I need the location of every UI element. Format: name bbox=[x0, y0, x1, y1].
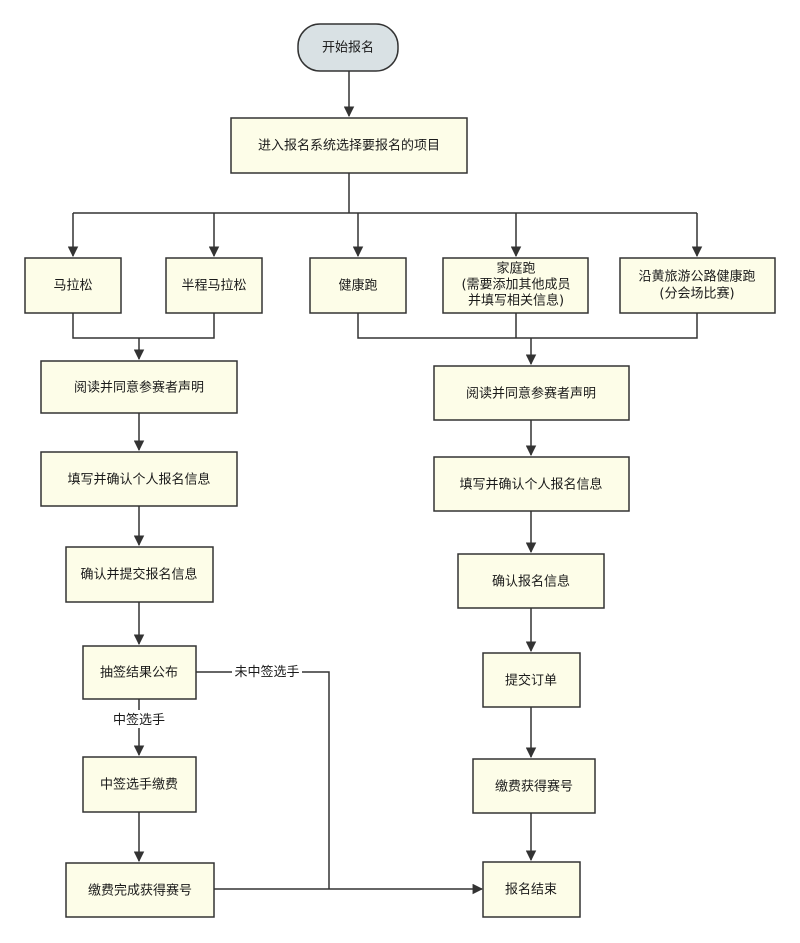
yellow-run-node bbox=[619, 257, 776, 314]
marathon-label: 马拉松 bbox=[53, 279, 92, 294]
health-run-node bbox=[309, 257, 407, 314]
select-project-label: 进入报名系统选择要报名的项目 bbox=[258, 138, 440, 154]
right-read-label: 阅读并同意参赛者声明 bbox=[466, 386, 596, 402]
edge-label-bg bbox=[108, 710, 170, 728]
left-read-node bbox=[40, 360, 238, 414]
right-read-node bbox=[433, 365, 630, 421]
right-fill-node bbox=[433, 456, 630, 512]
edge-label-not-selected: 未中签选手 bbox=[234, 664, 299, 680]
edge-label-selected: 中签选手 bbox=[113, 712, 165, 728]
select-project-node bbox=[230, 117, 468, 174]
end-label: 报名结束 bbox=[505, 882, 557, 898]
edge-marathon-merge bbox=[72, 313, 215, 339]
right-fill-label: 填写并确认个人报名信息 bbox=[459, 477, 602, 493]
edge-right-merge bbox=[357, 313, 698, 339]
nodes bbox=[24, 23, 776, 918]
node-labels: 开始报名 进入报名系统选择要报名的项目 马拉松 半程马拉松 健康跑 家庭跑 (需… bbox=[53, 40, 755, 899]
pay-number-node bbox=[472, 758, 596, 814]
lottery-node bbox=[82, 645, 197, 700]
winner-pay-label: 中签选手缴费 bbox=[100, 777, 178, 793]
submit-order-label: 提交订单 bbox=[505, 673, 557, 689]
pay-done-label: 缴费完成获得赛号 bbox=[88, 883, 192, 899]
family-run-label-line1: 家庭跑 bbox=[496, 261, 535, 277]
left-confirm-label: 确认并提交报名信息 bbox=[80, 567, 197, 583]
pay-done-node bbox=[65, 862, 215, 918]
start-label: 开始报名 bbox=[322, 40, 374, 56]
family-run-label-line2: (需要添加其他成员 bbox=[461, 278, 570, 293]
left-fill-node bbox=[40, 451, 238, 507]
edge-label-bg bbox=[232, 662, 302, 680]
health-run-label: 健康跑 bbox=[338, 278, 377, 294]
end-node bbox=[482, 861, 581, 918]
yellow-run-label-line2: (分会场比赛) bbox=[659, 286, 734, 302]
left-read-label: 阅读并同意参赛者声明 bbox=[74, 380, 204, 396]
half-marathon-label: 半程马拉松 bbox=[181, 279, 246, 294]
right-confirm-node bbox=[457, 553, 605, 609]
family-run-label-line3: 并填写相关信息) bbox=[468, 293, 564, 309]
lottery-label: 抽签结果公布 bbox=[100, 665, 178, 681]
left-fill-label: 填写并确认个人报名信息 bbox=[67, 472, 210, 488]
half-marathon-node bbox=[165, 257, 263, 314]
marathon-node bbox=[24, 257, 122, 314]
winner-pay-node bbox=[82, 756, 197, 813]
submit-order-node bbox=[482, 652, 581, 708]
yellow-run-label-line1: 沿黄旅游公路健康跑 bbox=[638, 269, 755, 285]
family-run-node bbox=[442, 257, 589, 314]
left-confirm-node bbox=[65, 546, 214, 603]
start-node bbox=[297, 23, 399, 72]
pay-number-label: 缴费获得赛号 bbox=[495, 779, 573, 795]
edge-not-selected bbox=[196, 671, 330, 889]
right-confirm-label: 确认报名信息 bbox=[492, 574, 570, 590]
